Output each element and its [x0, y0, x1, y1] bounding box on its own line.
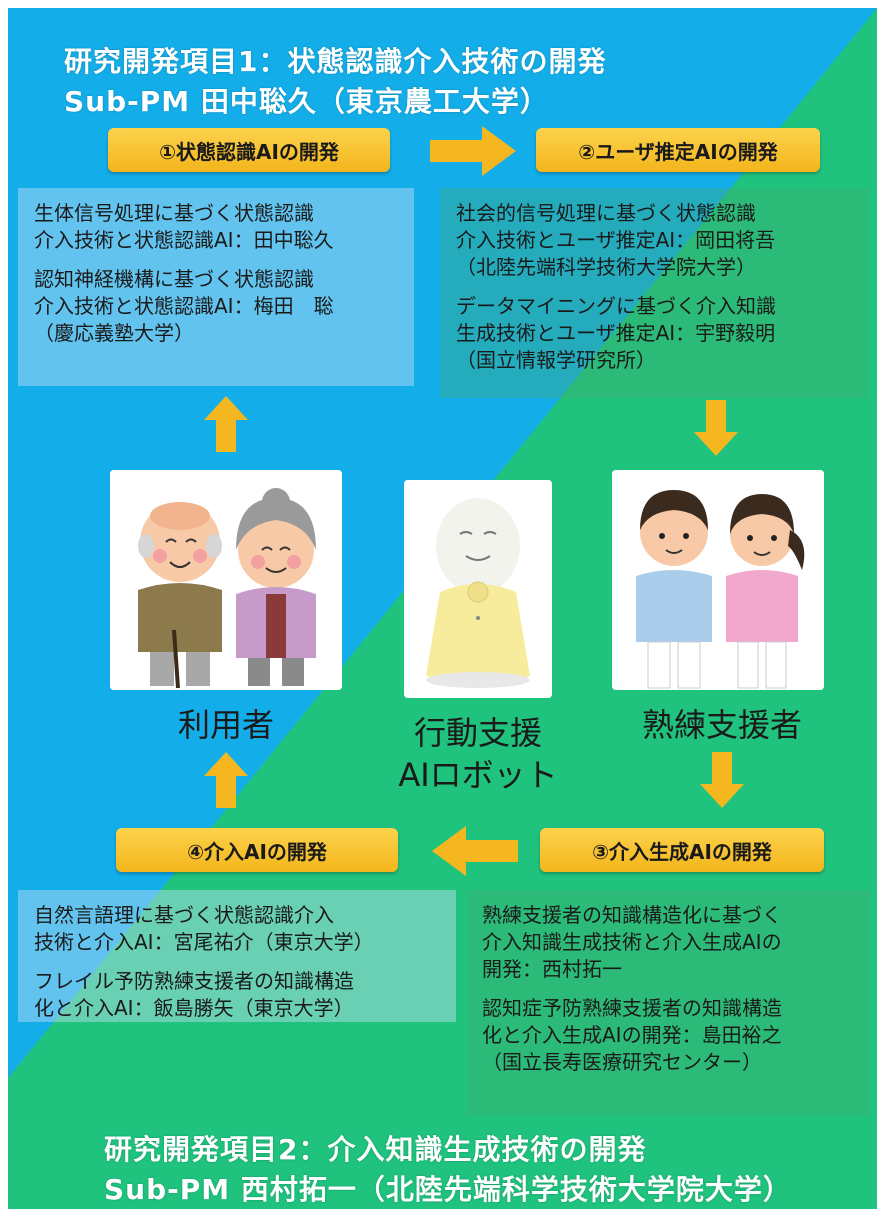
elderly-couple-image: [110, 470, 342, 690]
pill-user-estimation-ai: ②ユーザ推定AIの開発: [536, 128, 820, 172]
box4-item2: フレイル予防熟練支援者の知識構造 化と介入AI：飯島勝矢（東京大学）: [34, 969, 354, 1020]
label-robot: 行動支援 AIロボット: [398, 714, 558, 794]
top-title-line1: 研究開発項目1：状態認識介入技術の開発: [64, 45, 607, 78]
box1-item2: 認知神経機構に基づく状態認識 介入技術と状態認識AI：梅田 聡 （慶応義塾大学）: [34, 267, 334, 345]
box1-item1: 生体信号処理に基づく状態認識 介入技術と状態認識AI：田中聡久: [34, 201, 334, 252]
arrow-right-icon: [430, 126, 516, 176]
box-user-estimation: 社会的信号処理に基づく状態認識 介入技術とユーザ推定AI：岡田将吾 （北陸先端科…: [440, 188, 868, 398]
pill-intervention-generation-ai: ③介入生成AIの開発: [540, 828, 824, 872]
label-skilled-supporter: 熟練支援者: [641, 706, 802, 744]
box2-item2: データマイニングに基づく介入知識 生成技術とユーザ推定AI：宇野毅明 （国立情報…: [456, 294, 776, 372]
box3-item2: 認知症予防熟練支援者の知識構造 化と介入生成AIの開発：島田裕之 （国立長寿医療…: [482, 996, 782, 1074]
box2-item1: 社会的信号処理に基づく状態認識 介入技術とユーザ推定AI：岡田将吾 （北陸先端科…: [456, 201, 776, 279]
bottom-title-line1: 研究開発項目2：介入知識生成技術の開発: [104, 1133, 647, 1166]
top-title-line2: Sub-PM 田中聡久（東京農工大学）: [64, 85, 549, 118]
arrow-down-icon: [700, 752, 744, 808]
arrow-up-icon: [204, 752, 248, 808]
diagram-canvas: 研究開発項目1：状態認識介入技術の開発 Sub-PM 田中聡久（東京農工大学） …: [8, 8, 877, 1209]
arrow-up-icon: [204, 396, 248, 452]
robot-image: [404, 480, 552, 698]
box3-item1: 熟練支援者の知識構造化に基づく 介入知識生成技術と介入生成AIの 開発：西村拓一: [482, 903, 782, 981]
label-user: 利用者: [177, 706, 274, 744]
arrow-left-icon: [432, 826, 518, 876]
box-intervention-generation: 熟練支援者の知識構造化に基づく 介入知識生成技術と介入生成AIの 開発：西村拓一…: [466, 890, 870, 1116]
box-state-recognition: 生体信号処理に基づく状態認識 介入技術と状態認識AI：田中聡久 認知神経機構に基…: [18, 188, 414, 386]
skilled-supporters-image: [612, 470, 824, 690]
pill-state-recognition-ai: ①状態認識AIの開発: [108, 128, 390, 172]
arrow-down-icon: [694, 400, 738, 456]
box4-item1: 自然言語理に基づく状態認識介入 技術と介入AI：宮尾祐介（東京大学）: [34, 903, 374, 954]
pill-intervention-ai: ④介入AIの開発: [116, 828, 398, 872]
box-intervention-ai: 自然言語理に基づく状態認識介入 技術と介入AI：宮尾祐介（東京大学） フレイル予…: [18, 890, 456, 1022]
bottom-title-line2: Sub-PM 西村拓一（北陸先端科学技術大学院大学）: [104, 1173, 792, 1206]
